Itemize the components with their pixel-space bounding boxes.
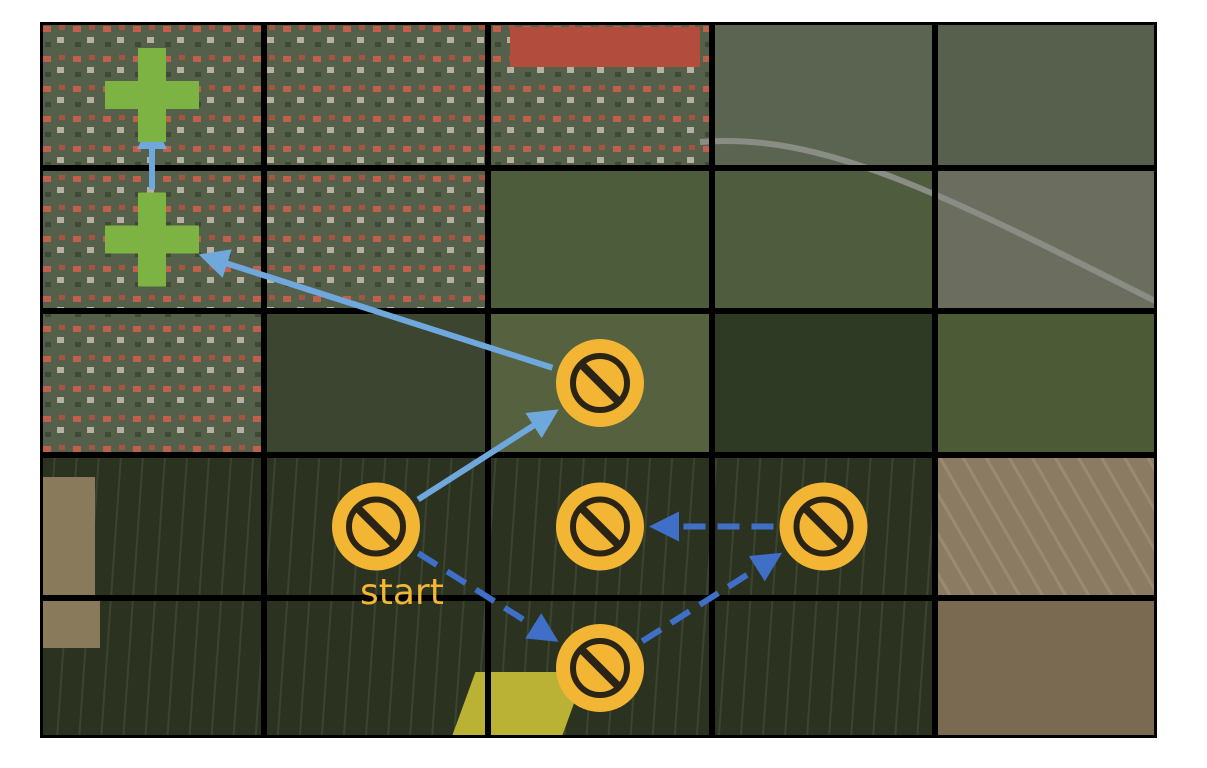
map-tile (712, 598, 935, 738)
start-label: start (360, 572, 444, 613)
map-tile (712, 311, 935, 455)
path-arrow-dashed (640, 552, 783, 644)
plus-icon (105, 48, 199, 142)
no-entry-icon (556, 482, 644, 571)
map-canvas (40, 22, 1157, 738)
path-arrow-solid (198, 249, 554, 371)
map-tile (712, 22, 935, 168)
bare-field (40, 598, 100, 648)
map-tile (935, 455, 1157, 598)
map-tile (935, 311, 1157, 455)
no-entry-icon (779, 482, 868, 571)
map-tile (712, 168, 935, 311)
no-entry-icon (332, 482, 420, 571)
map-tile (935, 598, 1157, 738)
highway (699, 137, 1157, 305)
path-arrow-dashed (416, 550, 559, 642)
no-entry-icon (556, 339, 644, 427)
map-tile (40, 311, 264, 455)
map-tiles (40, 22, 1157, 738)
map-markers (105, 48, 868, 712)
map-tile (935, 22, 1157, 168)
grid-lines (40, 22, 1157, 738)
map-tile (935, 168, 1157, 311)
satellite-map-grid: start (40, 22, 1157, 738)
map-tile (264, 311, 488, 455)
plus-icon (105, 192, 199, 287)
rapeseed-field (451, 672, 586, 738)
map-tile (488, 168, 712, 311)
building-roofs (510, 27, 700, 67)
bare-field (40, 477, 95, 597)
path-arrow-solid (416, 409, 559, 503)
map-tile (264, 598, 488, 738)
route-arrows (137, 119, 783, 644)
map-tile (264, 22, 488, 168)
no-entry-icon (556, 624, 644, 712)
map-tile (264, 168, 488, 311)
